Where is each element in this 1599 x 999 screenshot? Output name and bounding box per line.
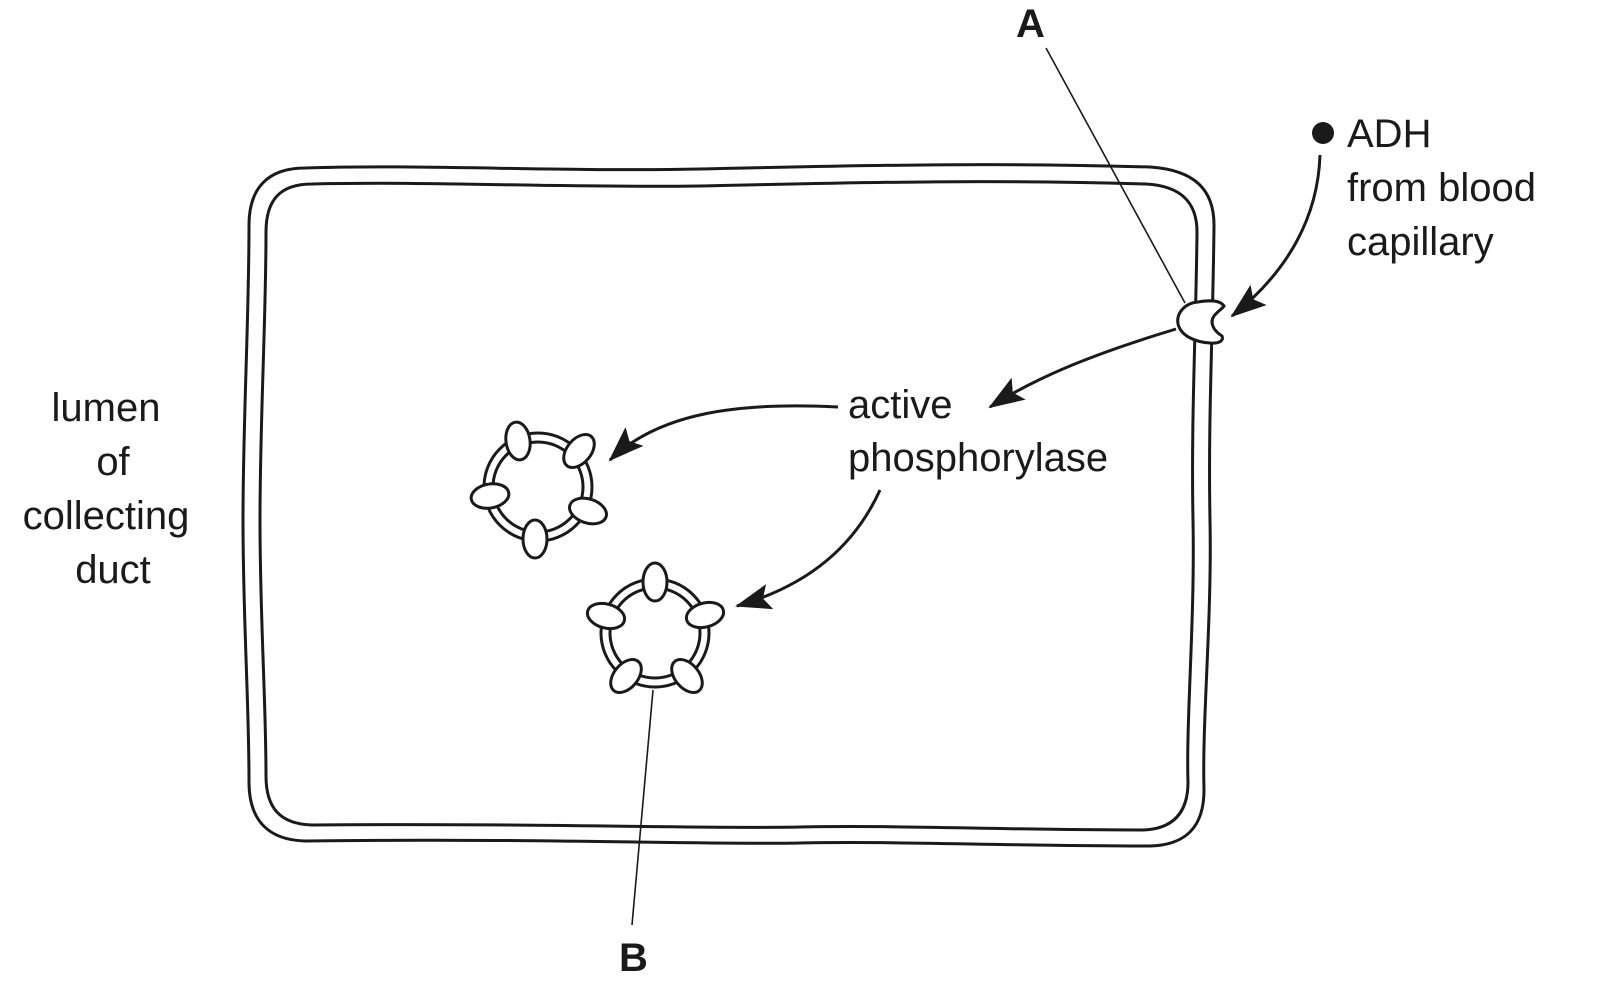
vesicle-1 bbox=[469, 420, 608, 560]
label-b-leader-line bbox=[631, 689, 654, 926]
vesicle-1-water-channel bbox=[504, 420, 532, 462]
adh-label-line3: capillary bbox=[1347, 220, 1494, 264]
cell-inner-membrane bbox=[258, 180, 1199, 832]
lumen-label-line4: duct bbox=[75, 548, 151, 592]
cell-outer-membrane bbox=[241, 163, 1216, 848]
vesicle-2-water-channel bbox=[670, 658, 704, 694]
arrow-phosphorylase-to-vesicle-2 bbox=[735, 489, 882, 610]
adh-molecule-dot bbox=[1312, 122, 1334, 144]
label-a: A bbox=[1016, 2, 1045, 46]
vesicle-2 bbox=[585, 561, 726, 694]
receptor-shape bbox=[1176, 299, 1226, 345]
adh-label-line1: ADH bbox=[1347, 112, 1431, 156]
adh-label-line2: from blood bbox=[1347, 166, 1536, 210]
label-a-leader-line bbox=[1045, 47, 1186, 304]
active-phosphorylase-line1: active bbox=[848, 383, 953, 427]
label-b: B bbox=[619, 936, 648, 980]
vesicle-2-water-channel bbox=[609, 658, 643, 694]
vesicle-1-water-channel bbox=[469, 482, 511, 510]
arrow-receptor-to-phosphorylase bbox=[988, 327, 1177, 409]
lumen-label-line1: lumen bbox=[52, 386, 161, 430]
vesicle-2-water-channel bbox=[641, 561, 669, 603]
vesicle-2-water-channel bbox=[684, 600, 726, 630]
arrow-phosphorylase-to-vesicle-1 bbox=[608, 404, 839, 462]
lumen-label-line3: collecting bbox=[23, 494, 190, 538]
vesicle-1-water-channel bbox=[562, 433, 596, 469]
vesicle-1-water-channel bbox=[521, 518, 549, 560]
lumen-label-line2: of bbox=[96, 440, 130, 484]
active-phosphorylase-line2: phosphorylase bbox=[848, 436, 1108, 480]
arrow-adh-to-receptor bbox=[1230, 154, 1322, 318]
vesicle-1-water-channel bbox=[568, 496, 608, 526]
vesicle-2-water-channel bbox=[585, 601, 627, 631]
